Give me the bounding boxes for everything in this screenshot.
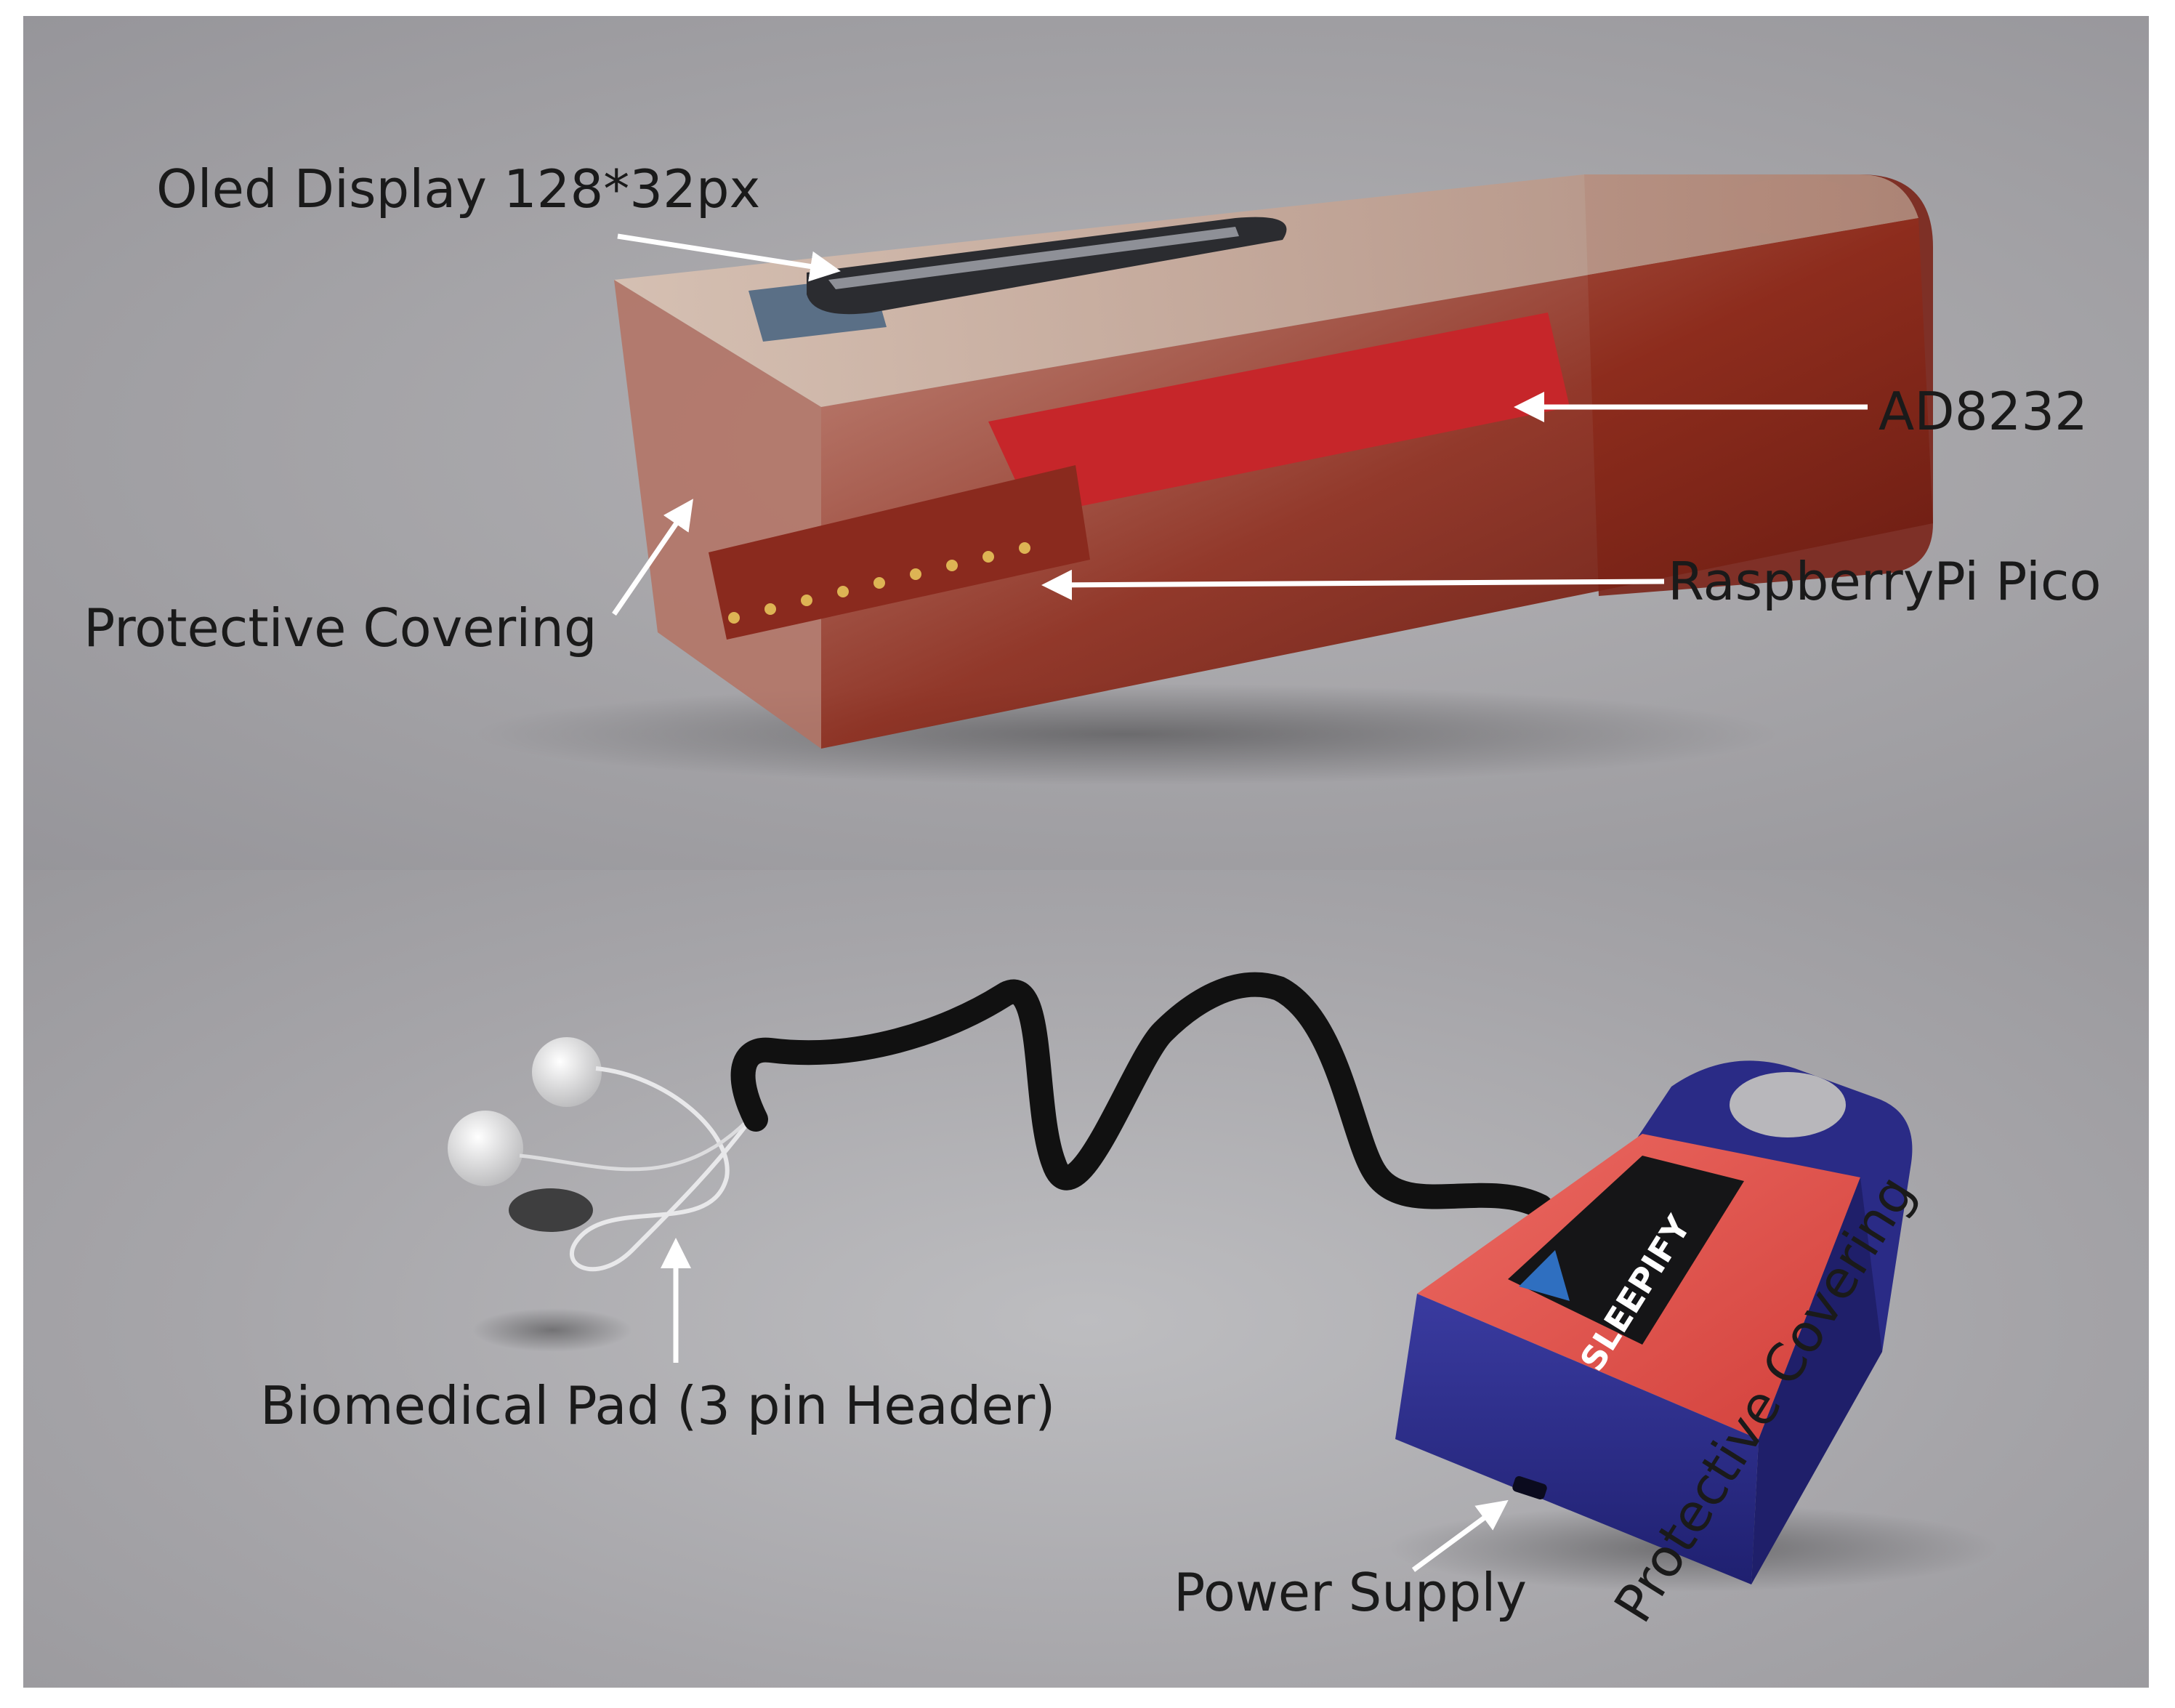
label-power-supply: Power Supply xyxy=(1174,1562,1527,1623)
usb-port xyxy=(1512,1475,1547,1500)
device-render xyxy=(448,972,1998,1592)
label-oled-display: Oled Display 128*32px xyxy=(156,158,761,219)
annotation-arrows xyxy=(612,233,1868,1572)
label-biomedical-pad: Biomedical Pad (3 pin Header) xyxy=(260,1375,1056,1436)
label-raspberrypi-pico: RaspberryPi Pico xyxy=(1668,551,2102,612)
arrow-pico xyxy=(1041,569,1665,600)
ecg-cable xyxy=(730,972,1553,1219)
enclosure-render xyxy=(472,174,1933,785)
ad8232-board xyxy=(988,313,1570,516)
label-ad8232: AD8232 xyxy=(1879,381,2088,442)
electrode-pad xyxy=(448,1111,523,1186)
arrow-oled xyxy=(617,233,841,282)
electrode-pad xyxy=(532,1037,602,1107)
label-protective-covering-top: Protective Covering xyxy=(84,597,597,658)
arrow-covering-top xyxy=(612,499,693,616)
arrow-power xyxy=(1411,1499,1509,1572)
electrode-pad xyxy=(509,1188,593,1232)
